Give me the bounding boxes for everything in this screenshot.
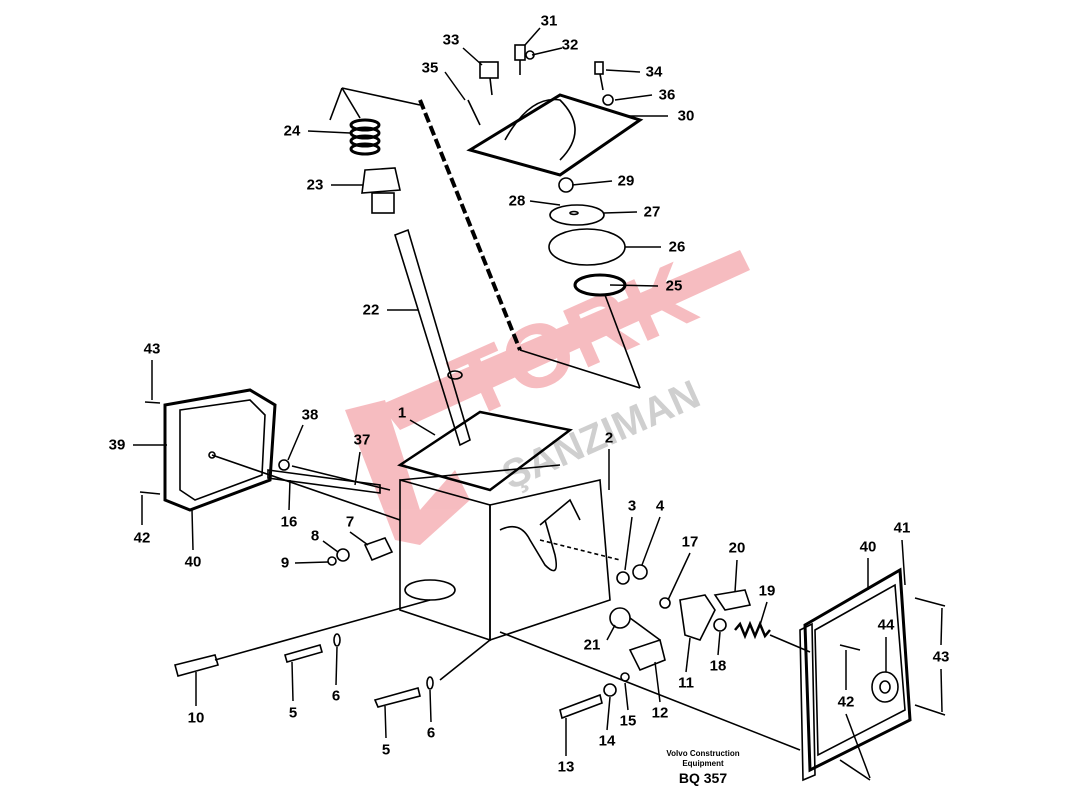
part-label[interactable]: 32 (561, 36, 579, 54)
part-label[interactable]: 31 (540, 12, 558, 30)
part-label[interactable]: 5 (288, 704, 298, 722)
part-label[interactable]: 34 (645, 63, 663, 81)
part-label[interactable]: 1 (397, 404, 407, 422)
part-label[interactable]: 28 (508, 192, 526, 210)
part-label[interactable]: 23 (306, 176, 324, 194)
part-label[interactable]: 14 (598, 732, 616, 750)
line-art (139, 44, 946, 782)
watermark-logo: TORK ŞANZIMAN (345, 244, 750, 545)
part-label[interactable]: 44 (877, 616, 895, 634)
part-label[interactable]: 29 (617, 172, 635, 190)
part-label[interactable]: 43 (932, 648, 950, 666)
part-label[interactable]: 24 (283, 122, 301, 140)
part-label[interactable]: 43 (143, 340, 161, 358)
part-label[interactable]: 20 (728, 539, 746, 557)
part-label[interactable]: 41 (893, 519, 911, 537)
leader-lines (133, 27, 943, 779)
part-label[interactable]: 40 (859, 538, 877, 556)
part-label[interactable]: 8 (310, 527, 320, 545)
part-label[interactable]: 6 (331, 687, 341, 705)
part-label[interactable]: 13 (557, 758, 575, 776)
part-label[interactable]: 21 (583, 636, 601, 654)
part-label[interactable]: 22 (362, 301, 380, 319)
company-name: Volvo Construction Equipment (648, 749, 758, 769)
part-label[interactable]: 38 (301, 406, 319, 424)
part-label[interactable]: 12 (651, 704, 669, 722)
part-label[interactable]: 37 (353, 431, 371, 449)
part-label[interactable]: 7 (345, 513, 355, 531)
part-label[interactable]: 26 (668, 238, 686, 256)
part-label[interactable]: 39 (108, 436, 126, 454)
part-label[interactable]: 30 (677, 107, 695, 125)
part-label[interactable]: 11 (678, 674, 694, 692)
part-label[interactable]: 36 (658, 86, 676, 104)
part-label[interactable]: 35 (421, 59, 439, 77)
part-label[interactable]: 27 (643, 203, 661, 221)
part-label[interactable]: 6 (426, 724, 436, 742)
part-label[interactable]: 15 (619, 712, 637, 730)
part-label[interactable]: 42 (837, 693, 855, 711)
part-label[interactable]: 17 (681, 533, 699, 551)
part-label[interactable]: 25 (665, 277, 683, 295)
part-label[interactable]: 42 (133, 529, 151, 547)
part-label[interactable]: 33 (442, 31, 460, 49)
part-label[interactable]: 9 (280, 554, 290, 572)
company-line-1: Volvo Construction (666, 749, 740, 758)
diagram-code: BQ 357 (678, 770, 728, 786)
part-label[interactable]: 40 (184, 553, 202, 571)
part-label[interactable]: 5 (381, 741, 391, 759)
company-line-2: Equipment (682, 759, 724, 768)
part-label[interactable]: 16 (280, 513, 298, 531)
part-label[interactable]: 4 (655, 497, 665, 515)
part-label[interactable]: 2 (604, 429, 614, 447)
part-label[interactable]: 3 (627, 497, 637, 515)
part-label[interactable]: 19 (758, 582, 776, 600)
part-label[interactable]: 18 (709, 657, 727, 675)
part-label[interactable]: 10 (187, 709, 205, 727)
